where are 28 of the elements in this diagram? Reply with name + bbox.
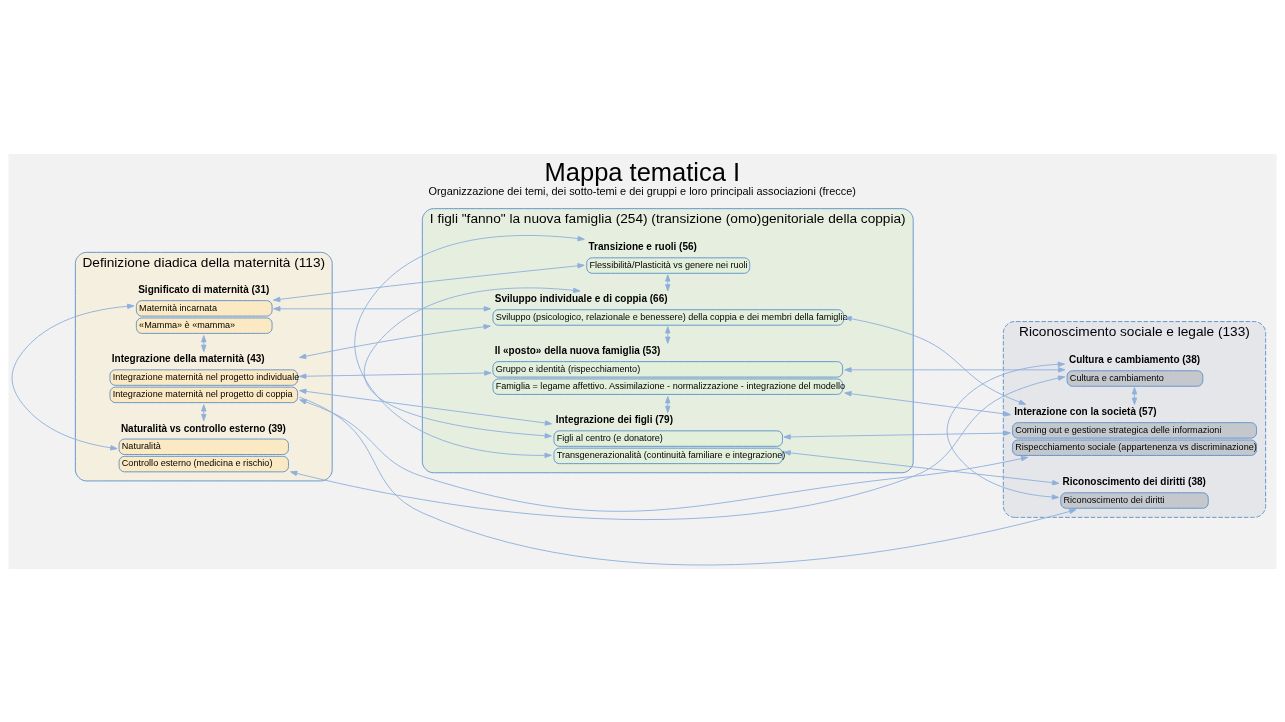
diagram-title: Mappa tematica I <box>544 157 741 186</box>
arrow <box>783 429 1011 440</box>
arrow <box>290 374 1066 520</box>
node-label: Il «posto» della nuova famiglia (53) <box>494 344 661 356</box>
arrow <box>844 315 1027 405</box>
node-label: Integrazione dei figli (79) <box>555 413 673 425</box>
arrow <box>299 398 1029 512</box>
node-label: Transizione e ruoli (56) <box>588 240 697 252</box>
arrow <box>299 323 491 359</box>
arrow <box>844 390 1012 417</box>
arrow <box>844 366 1066 372</box>
node-label: Significato di maternità (31) <box>138 283 270 295</box>
arrow <box>299 369 492 379</box>
arrow <box>299 396 1077 565</box>
arrow <box>363 287 581 438</box>
node-label: Naturalità vs controllo esterno (39) <box>120 422 286 434</box>
arrow <box>11 303 135 450</box>
arrow <box>299 388 553 426</box>
arrow <box>354 234 585 458</box>
arrow <box>273 305 492 311</box>
node-label: Riconoscimento dei diritti (38) <box>1062 475 1206 487</box>
node-label: Cultura e cambiamento (38) <box>1068 353 1201 365</box>
node-label: Interazione con la società (57) <box>1014 405 1157 417</box>
node-label: Sviluppo individuale e di coppia (66) <box>494 292 668 304</box>
arrow <box>783 449 1060 485</box>
node-label: Integrazione della maternità (43) <box>111 352 265 364</box>
arrow <box>273 262 585 302</box>
arrow <box>946 361 1065 500</box>
